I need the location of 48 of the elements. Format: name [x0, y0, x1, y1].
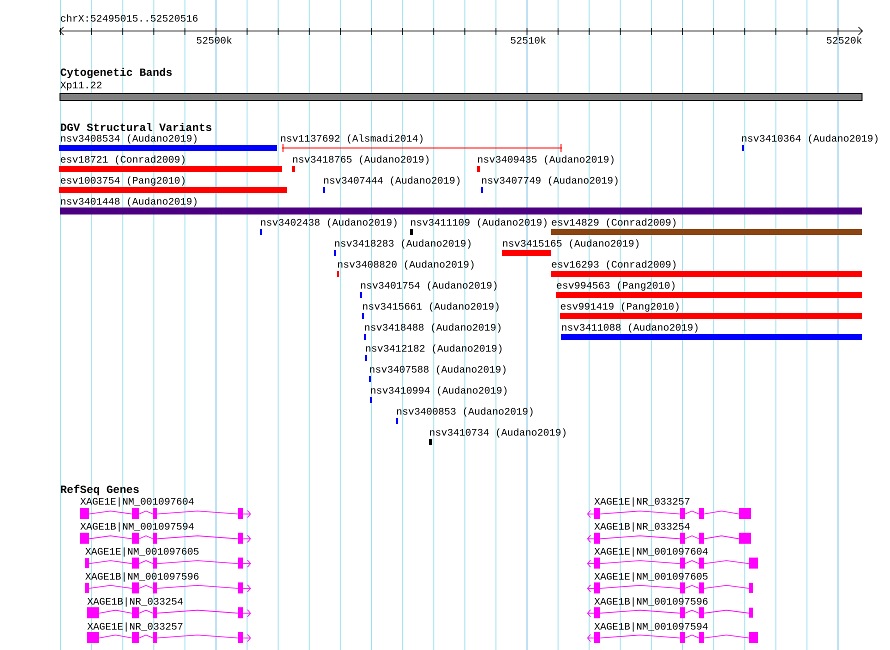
variant-label: esv16293 (Conrad2009) — [552, 260, 676, 270]
variant-label: nsv3401448 (Audano2019) — [61, 197, 197, 207]
axis-label: 52520k — [826, 36, 862, 44]
variant-label: nsv3407749 (Audano2019) — [482, 176, 618, 186]
variant-label: nsv3400853 (Audano2019) — [397, 407, 533, 417]
gene-label: XAGE1E|NR_033257 — [87, 622, 182, 632]
band-label: Xp11.22 — [60, 82, 102, 90]
variant-label: nsv3411088 (Audano2019) — [562, 323, 698, 333]
variant-label: nsv3418765 (Audano2019) — [293, 155, 429, 165]
gene-label: XAGE1E|NM_001097605 — [594, 572, 708, 582]
gene-label: XAGE1E|NM_001097605 — [85, 547, 199, 557]
gene-label: XAGE1B|NM_001097594 — [594, 622, 708, 632]
variant-label: esv14829 (Conrad2009) — [552, 218, 676, 228]
track-title: Cytogenetic Bands — [60, 68, 172, 78]
track-title: DGV Structural Variants — [60, 122, 212, 132]
variant-label: esv18721 (Conrad2009) — [60, 155, 185, 165]
variant-label: nsv3418283 (Audano2019) — [335, 239, 471, 249]
variant-label: nsv1137692 (Alsmadi2014) — [281, 134, 423, 144]
axis-label: 52500k — [196, 36, 232, 44]
variant-label: nsv3407444 (Audano2019) — [324, 176, 460, 186]
variant-label: nsv3408534 (Audano2019) — [61, 134, 197, 144]
gene-label: XAGE1E|NM_001097604 — [80, 497, 194, 507]
variant-label: nsv3409435 (Audano2019) — [478, 155, 614, 165]
variant-label: nsv3410994 (Audano2019) — [371, 386, 507, 396]
gene-label: XAGE1B|NR_033254 — [594, 522, 690, 532]
gene-label: XAGE1B|NM_001097594 — [80, 522, 194, 532]
variant-label: nsv3410734 (Audano2019) — [430, 428, 566, 438]
variant-label: nsv3412182 (Audano2019) — [366, 344, 502, 354]
variant-label: nsv3407588 (Audano2019) — [370, 365, 506, 375]
variant-label: nsv3411109 (Audano2019) — [411, 218, 547, 228]
variant-label: nsv3418488 (Audano2019) — [365, 323, 501, 333]
variant-label: nsv3408820 (Audano2019) — [338, 260, 474, 270]
gene-label: XAGE1B|NM_001097596 — [594, 597, 708, 607]
variant-label: nsv3402438 (Audano2019) — [261, 218, 397, 228]
variant-label: nsv3410364 (Audano2019) — [742, 134, 878, 144]
gene-label: XAGE1E|NM_001097604 — [594, 547, 708, 557]
gene-label: XAGE1E|NR_033257 — [594, 497, 690, 507]
variant-label: esv994563 (Pang2010) — [556, 281, 675, 291]
variant-label: nsv3415661 (Audano2019) — [363, 302, 499, 312]
variant-label: esv991419 (Pang2010) — [560, 302, 679, 312]
gene-label: XAGE1B|NM_001097596 — [85, 572, 199, 582]
gene-label: XAGE1B|NR_033254 — [87, 597, 183, 607]
region-label: chrX:52495015..52520516 — [60, 14, 198, 22]
variant-label: nsv3401754 (Audano2019) — [361, 281, 497, 291]
axis-label: 52510k — [510, 36, 546, 44]
variant-label: esv1003754 (Pang2010) — [60, 176, 185, 186]
track-title: RefSeq Genes — [60, 484, 139, 496]
variant-label: nsv3415165 (Audano2019) — [503, 239, 639, 249]
